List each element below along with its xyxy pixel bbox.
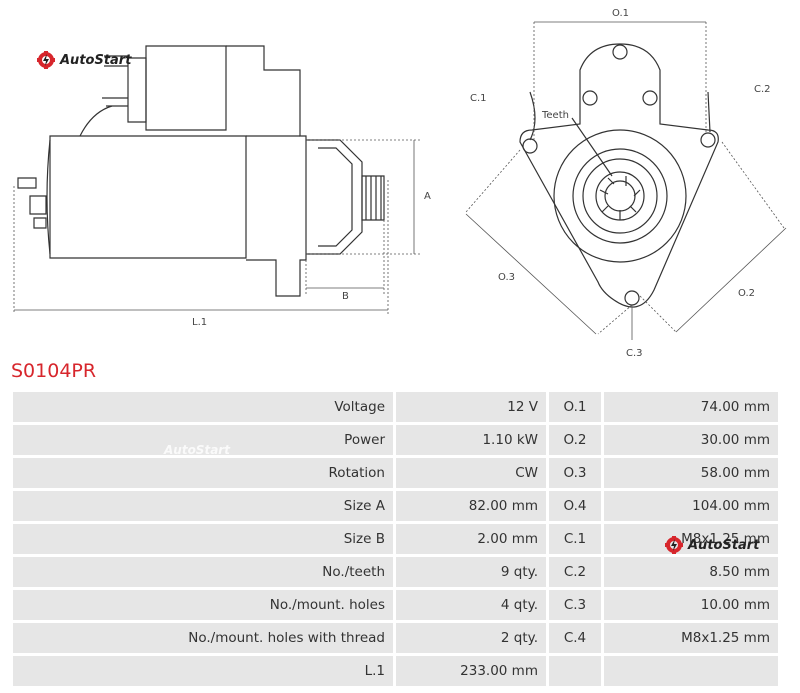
spec-value: 233.00 mm: [396, 656, 546, 686]
part-code: S0104PR: [11, 360, 97, 382]
brand-logo: AutoStart: [36, 50, 131, 70]
brand-logo-text: AutoStart: [60, 52, 132, 68]
spec-value: 82.00 mm: [396, 491, 546, 521]
dimension-code: C.4: [549, 623, 601, 653]
dim-label-l1: L.1: [192, 317, 207, 328]
spec-label: Rotation: [13, 458, 393, 488]
dimension-value: 8.50 mm: [604, 557, 778, 587]
dim-label-c3: C.3: [626, 348, 643, 359]
dimension-value: 10.00 mm: [604, 590, 778, 620]
dimension-code: [549, 656, 601, 686]
spec-label: Voltage: [13, 392, 393, 422]
dimension-value: [604, 656, 778, 686]
dimension-code: C.3: [549, 590, 601, 620]
dim-label-o2: O.2: [738, 288, 755, 299]
brand-gear-icon: [665, 536, 683, 554]
dimension-value: M8x1.25 mm: [604, 623, 778, 653]
side-dimension-lines: [13, 139, 420, 314]
spec-label: Size A: [13, 491, 393, 521]
dim-label-o3: O.3: [498, 272, 515, 283]
dimension-code: O.3: [549, 458, 601, 488]
watermark-text: AutoStart: [164, 443, 230, 457]
dim-label-b: B: [342, 291, 349, 302]
dimension-code: O.1: [549, 392, 601, 422]
dimension-code: C.1: [549, 524, 601, 554]
side-dimension-arrows: [14, 140, 415, 311]
dim-label-a: A: [424, 191, 431, 202]
front-dimension-lines: [465, 22, 785, 335]
spec-value: 4 qty.: [396, 590, 546, 620]
starter-front-view: [519, 43, 719, 308]
dimension-value: 30.00 mm: [604, 425, 778, 455]
spec-value: 9 qty.: [396, 557, 546, 587]
dimension-code: O.2: [549, 425, 601, 455]
spec-value: 12 V: [396, 392, 546, 422]
dim-label-c2: C.2: [754, 84, 771, 95]
spec-value: 2 qty.: [396, 623, 546, 653]
technical-drawing: A B L.1 O.1 O.2 O.3 C.1 C.2 C.3 Teeth: [13, 8, 787, 359]
brand-logo-table: AutoStart: [664, 535, 759, 555]
starter-side-view: [17, 45, 385, 297]
dim-label-o1: O.1: [612, 8, 629, 19]
dimension-value: 104.00 mm: [604, 491, 778, 521]
dimension-value: M8x1.25 mm: [604, 524, 778, 554]
spec-value: 1.10 kW: [396, 425, 546, 455]
spec-label: No./mount. holes: [13, 590, 393, 620]
dimension-code: O.4: [549, 491, 601, 521]
spec-label: No./teeth: [13, 557, 393, 587]
spec-value: 2.00 mm: [396, 524, 546, 554]
dim-label-teeth: Teeth: [541, 110, 569, 121]
dimension-code: C.2: [549, 557, 601, 587]
brand-gear-icon: [37, 51, 55, 69]
front-dimension-arrows: [465, 21, 787, 340]
spec-label: Power: [13, 425, 393, 455]
brand-logo-text: AutoStart: [688, 537, 760, 553]
spec-value: CW: [396, 458, 546, 488]
dimension-value: 58.00 mm: [604, 458, 778, 488]
spec-label: No./mount. holes with thread: [13, 623, 393, 653]
spec-label: Size B: [13, 524, 393, 554]
dim-label-c1: C.1: [470, 93, 487, 104]
spec-label: L.1: [13, 656, 393, 686]
dimension-value: 74.00 mm: [604, 392, 778, 422]
